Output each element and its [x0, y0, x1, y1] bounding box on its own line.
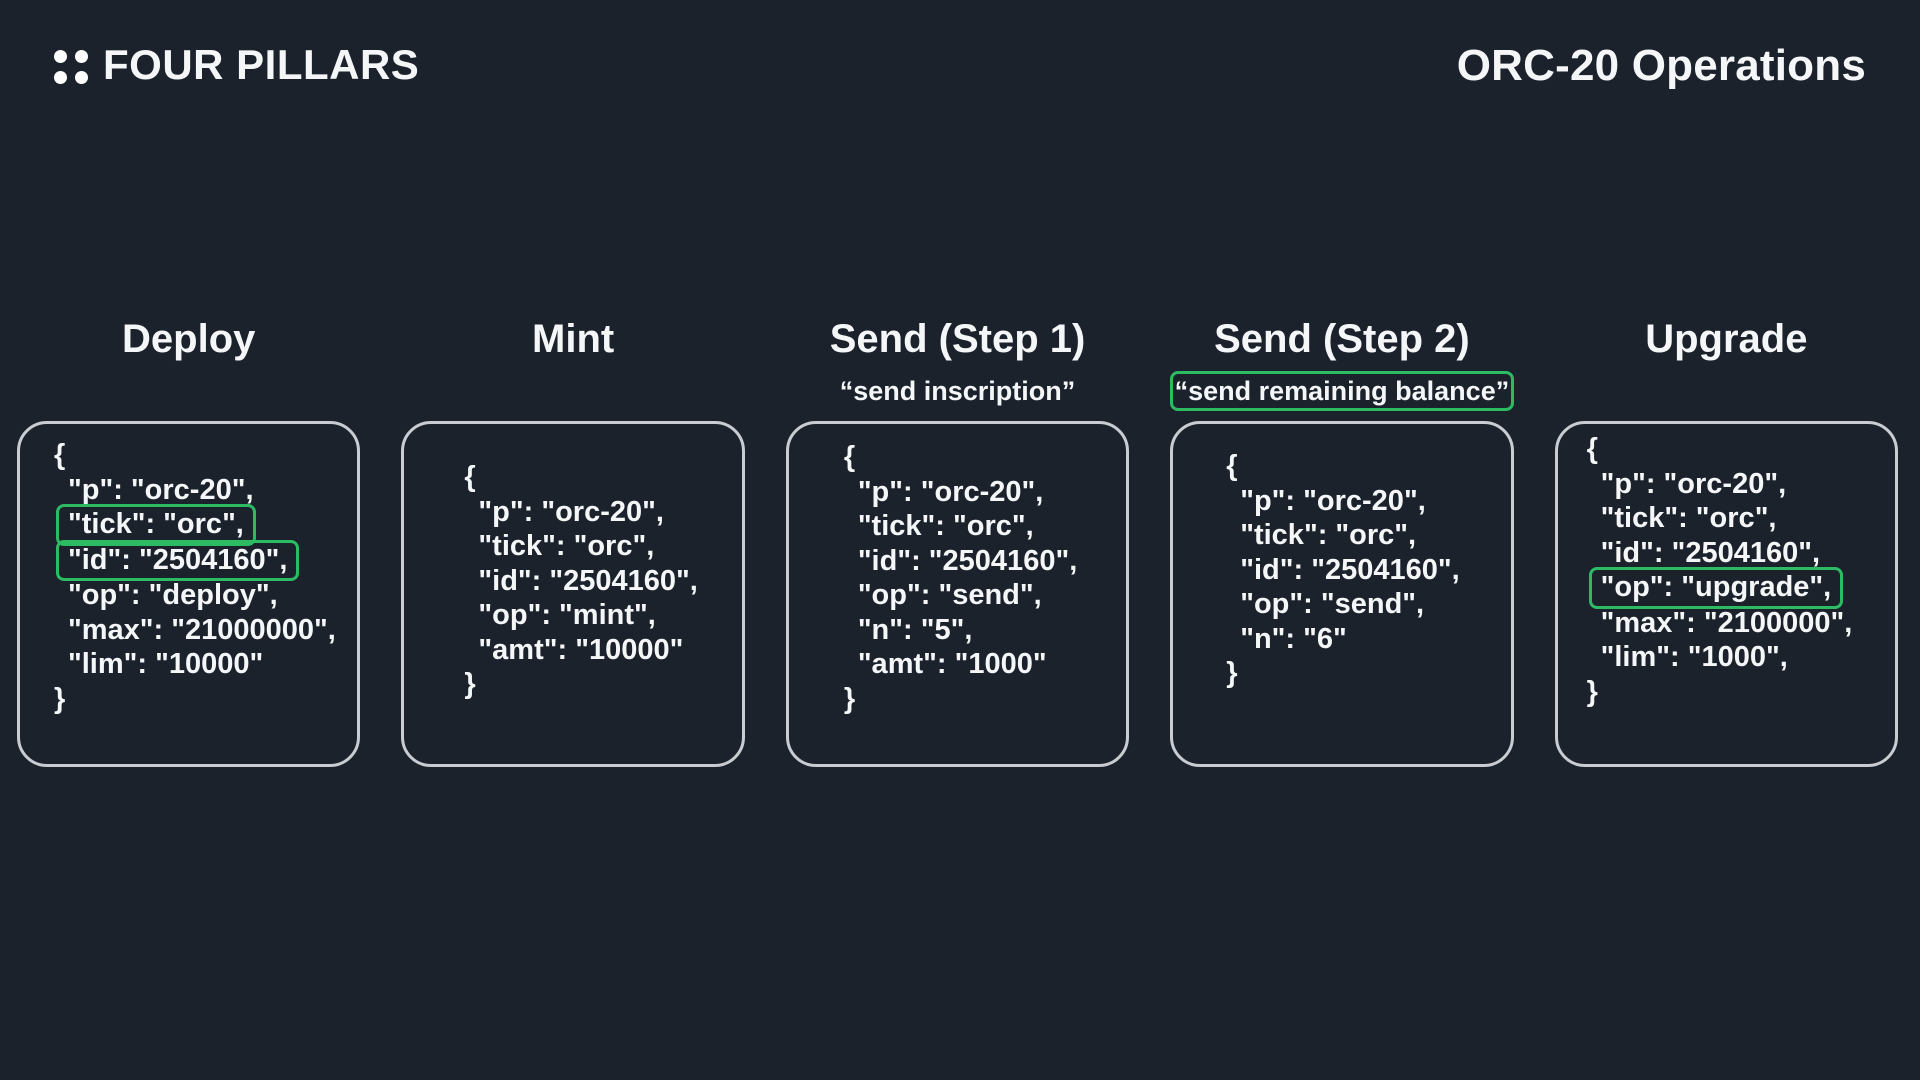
panels-row: Deploy {"p": "orc-20","tick": "orc","id"…: [17, 316, 1899, 767]
panel-title: Upgrade: [1645, 317, 1808, 361]
code-line: "tick": "orc",: [1600, 502, 1777, 534]
panel-subtitle: [401, 371, 744, 411]
top-bar: FOUR PILLARS ORC-20 Operations: [0, 0, 1920, 88]
code-line: }: [843, 682, 856, 715]
code-card: {"p": "orc-20","tick": "orc","id": "2504…: [1170, 421, 1514, 767]
page-title: ORC-20 Operations: [1456, 41, 1866, 90]
json-code: {"p": "orc-20","tick": "orc","id": "2504…: [404, 424, 741, 702]
code-line: "n": "6": [1240, 622, 1347, 655]
code-line: "id": "2504160",: [1240, 553, 1460, 586]
code-line: "amt": "1000": [857, 648, 1047, 680]
panel-subtitle: “send inscription”: [839, 375, 1076, 406]
code-card: {"p": "orc-20","tick": "orc","id": "2504…: [785, 421, 1130, 767]
four-dots-logo-icon: [54, 50, 88, 84]
highlight-box: "op": "upgrade",: [1588, 567, 1844, 609]
code-line: "op": "send",: [857, 579, 1042, 611]
code-line: "max": "21000000",: [68, 613, 336, 646]
highlight-box: "id": "2504160",: [56, 539, 300, 581]
code-line: "op": "upgrade",: [1587, 567, 1889, 609]
code-line: }: [1226, 657, 1238, 689]
panel-title: Deploy: [122, 317, 256, 361]
panel-upgrade: Upgrade {"p": "orc-20","tick": "orc","id…: [1554, 316, 1899, 767]
highlight-box: "tick": "orc",: [56, 504, 256, 546]
code-line: "lim": "10000": [68, 648, 264, 680]
code-card: {"p": "orc-20","tick": "orc","id": "2504…: [1554, 421, 1899, 767]
code-line: "id": "2504160",: [1600, 536, 1821, 569]
code-line: }: [464, 668, 476, 700]
code-line: "max": "2100000",: [1600, 606, 1853, 639]
code-line: "tick": "orc",: [478, 530, 655, 562]
json-code: {"p": "orc-20","tick": "orc","id": "2504…: [1173, 424, 1510, 691]
code-line: "amt": "10000": [478, 633, 684, 666]
brand-logo: FOUR PILLARS: [54, 44, 419, 86]
json-code: {"p": "orc-20","tick": "orc","id": "2504…: [1558, 424, 1895, 709]
code-line: "tick": "orc",: [1240, 519, 1417, 551]
code-line: "p": "orc-20",: [68, 473, 254, 506]
panel-send-step-1: Send (Step 1) “send inscription” {"p": "…: [785, 316, 1130, 767]
panel-mint: Mint {"p": "orc-20","tick": "orc","id": …: [401, 316, 745, 767]
code-card: {"p": "orc-20","tick": "orc","id": "2504…: [401, 421, 745, 767]
panel-title: Send (Step 2): [1214, 317, 1470, 361]
brand-name: FOUR PILLARS: [103, 41, 420, 88]
code-line: "p": "orc-20",: [857, 475, 1044, 508]
code-line: {: [54, 439, 66, 471]
code-line: "id": "2504160",: [54, 539, 351, 581]
panel-title: Mint: [532, 317, 615, 361]
code-line: {: [1226, 450, 1238, 482]
json-code: {"p": "orc-20","tick": "orc","id": "2504…: [789, 424, 1126, 716]
code-line: }: [54, 682, 66, 715]
panel-send-step-2: Send (Step 2) “send remaining balance” {…: [1170, 316, 1514, 767]
code-line: {: [843, 441, 856, 473]
panel-deploy: Deploy {"p": "orc-20","tick": "orc","id"…: [17, 316, 361, 767]
code-line: }: [1586, 675, 1598, 708]
json-code: {"p": "orc-20","tick": "orc","id": "2504…: [20, 424, 357, 716]
panel-title: Send (Step 1): [829, 317, 1086, 361]
code-line: "lim": "1000",: [1600, 641, 1788, 673]
panel-subtitle: [17, 371, 360, 411]
code-line: "tick": "orc",: [857, 510, 1034, 542]
code-card: {"p": "orc-20","tick": "orc","id": "2504…: [17, 421, 361, 767]
code-line: "id": "2504160",: [478, 564, 698, 597]
code-line: "tick": "orc",: [54, 504, 351, 546]
code-line: {: [1586, 433, 1598, 465]
code-line: "p": "orc-20",: [1600, 467, 1787, 500]
panel-subtitle-highlight-box: “send remaining balance”: [1170, 371, 1514, 411]
code-line: "op": "mint",: [478, 599, 656, 631]
code-line: "p": "orc-20",: [1240, 484, 1426, 517]
panel-subtitle: [1555, 371, 1898, 411]
code-line: "id": "2504160",: [857, 544, 1078, 577]
code-line: {: [464, 461, 476, 493]
code-line: "op": "deploy",: [68, 579, 278, 611]
code-line: "op": "send",: [1240, 588, 1425, 620]
code-line: "n": "5",: [857, 613, 973, 646]
code-line: "p": "orc-20",: [478, 495, 664, 528]
